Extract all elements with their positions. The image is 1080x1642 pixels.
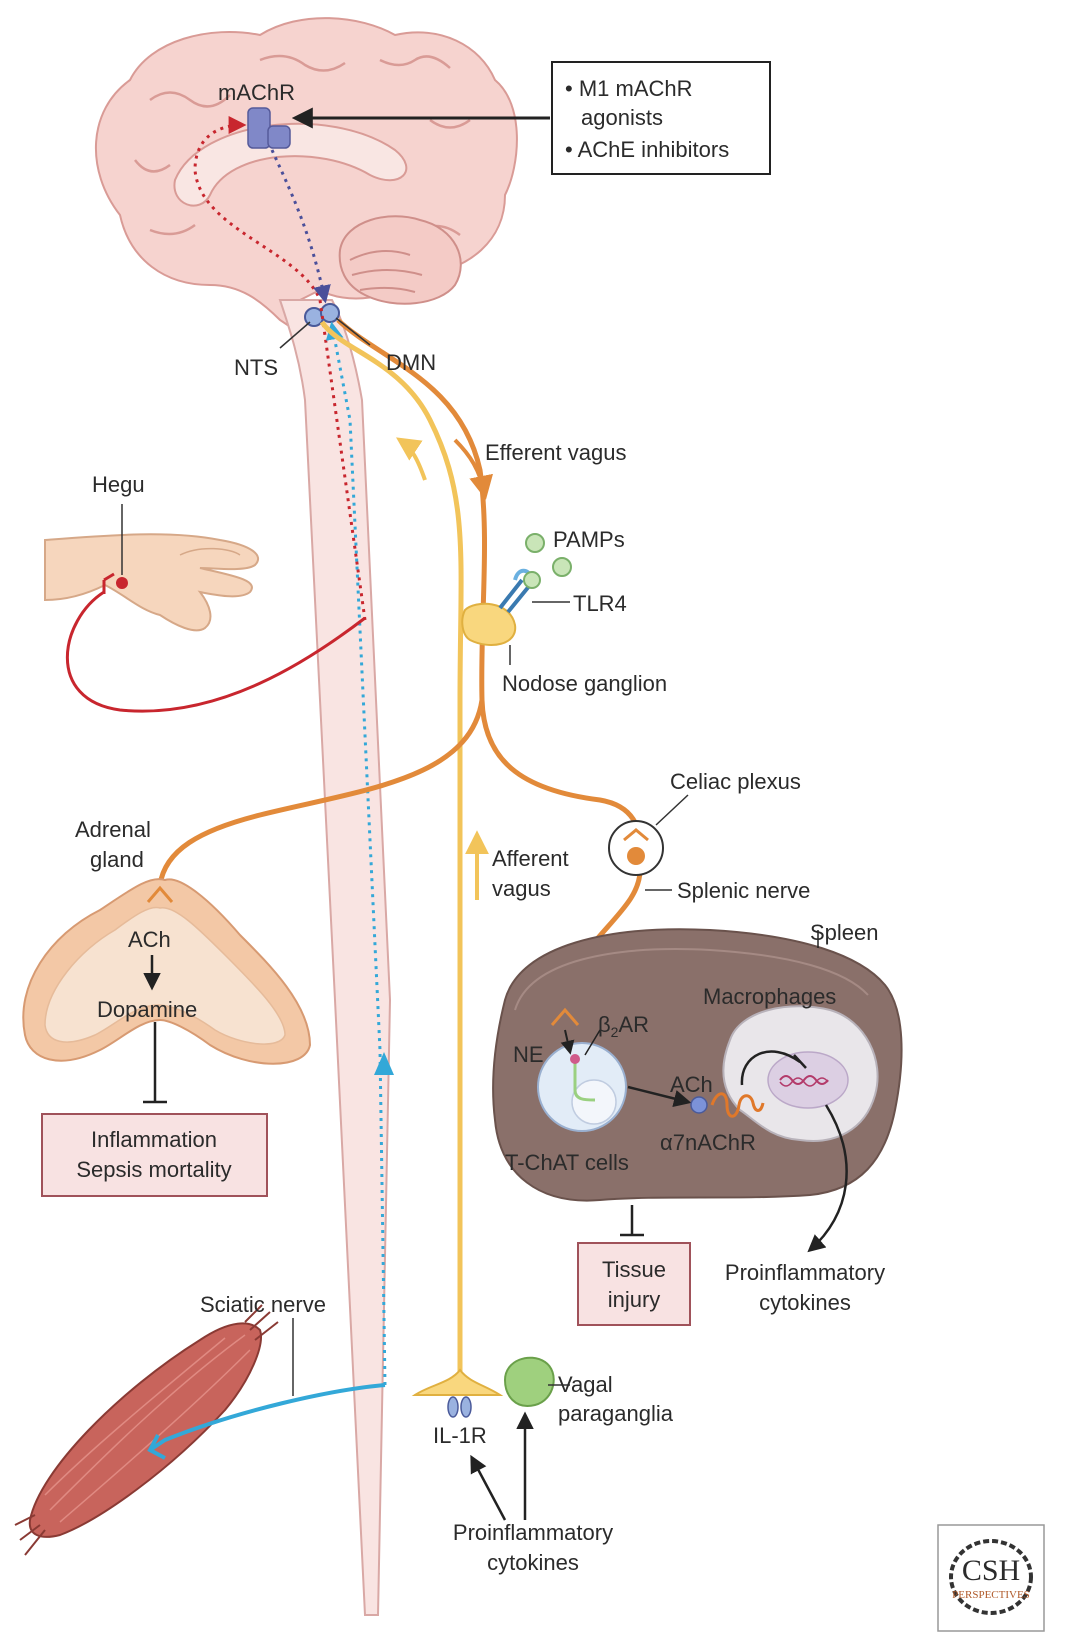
dna-strand	[779, 1075, 829, 1085]
nts-label: NTS	[234, 355, 278, 380]
efferent-vagus-label: Efferent vagus	[485, 440, 626, 465]
celiac-ganglion-cell	[627, 847, 645, 865]
drug-box-item2: • AChE inhibitors	[565, 137, 729, 162]
macrophages-label: Macrophages	[703, 984, 836, 1009]
hand	[44, 533, 259, 632]
ach-molecule	[690, 1096, 708, 1114]
tchat-to-ach-arrow	[627, 1085, 692, 1108]
tissue-box-line1: Tissue	[602, 1257, 666, 1282]
tlr4-label: TLR4	[573, 591, 627, 616]
drug-box	[551, 61, 771, 175]
cytokine-to-il1r-arrow	[470, 1454, 507, 1521]
spleen-label: Spleen	[810, 920, 879, 945]
spinal-cord	[278, 299, 392, 1616]
nts-leader-line	[279, 321, 311, 349]
splenic-nerve-ending	[550, 1007, 580, 1026]
proinflam-right-line2: cytokines	[759, 1290, 851, 1315]
b2ar-subscript: 2	[611, 1024, 619, 1040]
pamps-label: PAMPs	[553, 527, 625, 552]
hegu-label: Hegu	[92, 472, 145, 497]
efferent-down-arrow	[453, 438, 493, 500]
b2ar-ligand	[570, 1054, 580, 1064]
vagal-paraganglia-line2: paraganglia	[558, 1401, 674, 1426]
tissue-box-line2: injury	[608, 1287, 661, 1312]
csh-logo-text: CSH	[962, 1554, 1020, 1587]
vagal-paraganglia	[503, 1356, 555, 1407]
b2ar-rest: AR	[618, 1012, 649, 1037]
nodose-ganglion-label: Nodose ganglion	[502, 671, 667, 696]
adrenal-label-line1: Adrenal	[75, 817, 151, 842]
machr-label: mAChR	[218, 80, 295, 105]
adrenal-ach-label: ACh	[128, 927, 171, 952]
hegu-acupoint	[116, 577, 128, 589]
machr-receptor	[247, 107, 291, 149]
perspectives-logo-text: PERSPECTIVES	[952, 1589, 1030, 1601]
tissue-injury-box	[577, 1242, 691, 1326]
sciatic-nerve	[148, 1383, 386, 1452]
afferent-vagus-nerve	[319, 320, 464, 1390]
acupuncture-dotted-path	[193, 116, 367, 621]
hegu-nerve-ending	[102, 572, 115, 594]
a7nachr-label: α7nAChR	[660, 1130, 756, 1155]
a7nachr-receptor	[710, 1092, 765, 1118]
ne-label: NE	[513, 1042, 544, 1067]
celiac-plexus-label: Celiac plexus	[670, 769, 801, 794]
afferent-up-arrow	[396, 437, 427, 481]
macrophage-inhibit-arc	[740, 1050, 801, 1086]
proinflam-bottom-line2: cytokines	[487, 1550, 579, 1575]
nts-dmn-receptors	[304, 303, 340, 327]
sciatic-nerve-label: Sciatic nerve	[200, 1292, 326, 1317]
b2ar-label: β2AR	[598, 1012, 649, 1040]
drug-box-item1-line1: • M1 mAChR	[565, 76, 693, 101]
proinflam-bottom-line1: Proinflammatory	[453, 1520, 613, 1545]
sciatic-dotted-path	[325, 321, 387, 1386]
macrophage-nucleus	[767, 1051, 849, 1109]
inflammation-box-line1: Inflammation	[91, 1127, 217, 1152]
splenic-nerve-label: Splenic nerve	[677, 878, 810, 903]
b2ar-beta: β	[598, 1012, 611, 1037]
sciatic-nerve-ending	[147, 1434, 166, 1460]
celiac-ganglion-synapse	[623, 828, 649, 842]
afferent-vagus-label-line1: Afferent	[492, 846, 569, 871]
nodose-ganglion	[461, 602, 517, 646]
ne-arrow	[560, 1029, 575, 1055]
cytokine-release-arrow	[807, 1104, 848, 1253]
csh-perspectives-logo: CSH PERSPECTIVES	[937, 1524, 1045, 1632]
vagal-afferent-ending	[411, 1368, 504, 1396]
adrenal-nerve-ending	[146, 885, 174, 903]
dmn-leader-line	[335, 317, 371, 346]
brain	[94, 17, 518, 332]
b2ar-leader	[584, 1029, 601, 1056]
drug-box-item1-line2: agonists	[581, 105, 663, 130]
adrenal-branch-nerve	[157, 699, 485, 886]
dopamine-label: Dopamine	[97, 997, 197, 1022]
celiac-leader-line	[655, 794, 689, 826]
tchat-nucleus	[571, 1079, 617, 1125]
pamps-particles	[523, 533, 572, 589]
vagal-paraganglia-line1: Vagal	[558, 1372, 613, 1397]
proinflam-right-line1: Proinflammatory	[725, 1260, 885, 1285]
b2ar-receptor	[573, 1060, 596, 1102]
inflammation-box-line2: Sepsis mortality	[76, 1157, 231, 1182]
spleen-ach-label: ACh	[670, 1072, 713, 1097]
il1r-receptor	[447, 1396, 472, 1418]
macrophage-inhibit-bar	[793, 1054, 807, 1069]
efferent-vagus-nerve	[336, 318, 643, 846]
muscle	[14, 1304, 279, 1556]
tchat-cells-label: T-ChAT cells	[505, 1150, 629, 1175]
dna-strand-2	[779, 1077, 829, 1087]
sciatic-arrowhead	[374, 1052, 394, 1075]
adrenal-gland	[22, 878, 312, 1065]
dmn-label: DMN	[386, 350, 436, 375]
adrenal-label-line2: gland	[90, 847, 144, 872]
inflammation-box	[41, 1113, 268, 1197]
acupuncture-nerve	[66, 590, 366, 713]
il1r-label: IL-1R	[433, 1423, 487, 1448]
afferent-vagus-label-line2: vagus	[492, 876, 551, 901]
